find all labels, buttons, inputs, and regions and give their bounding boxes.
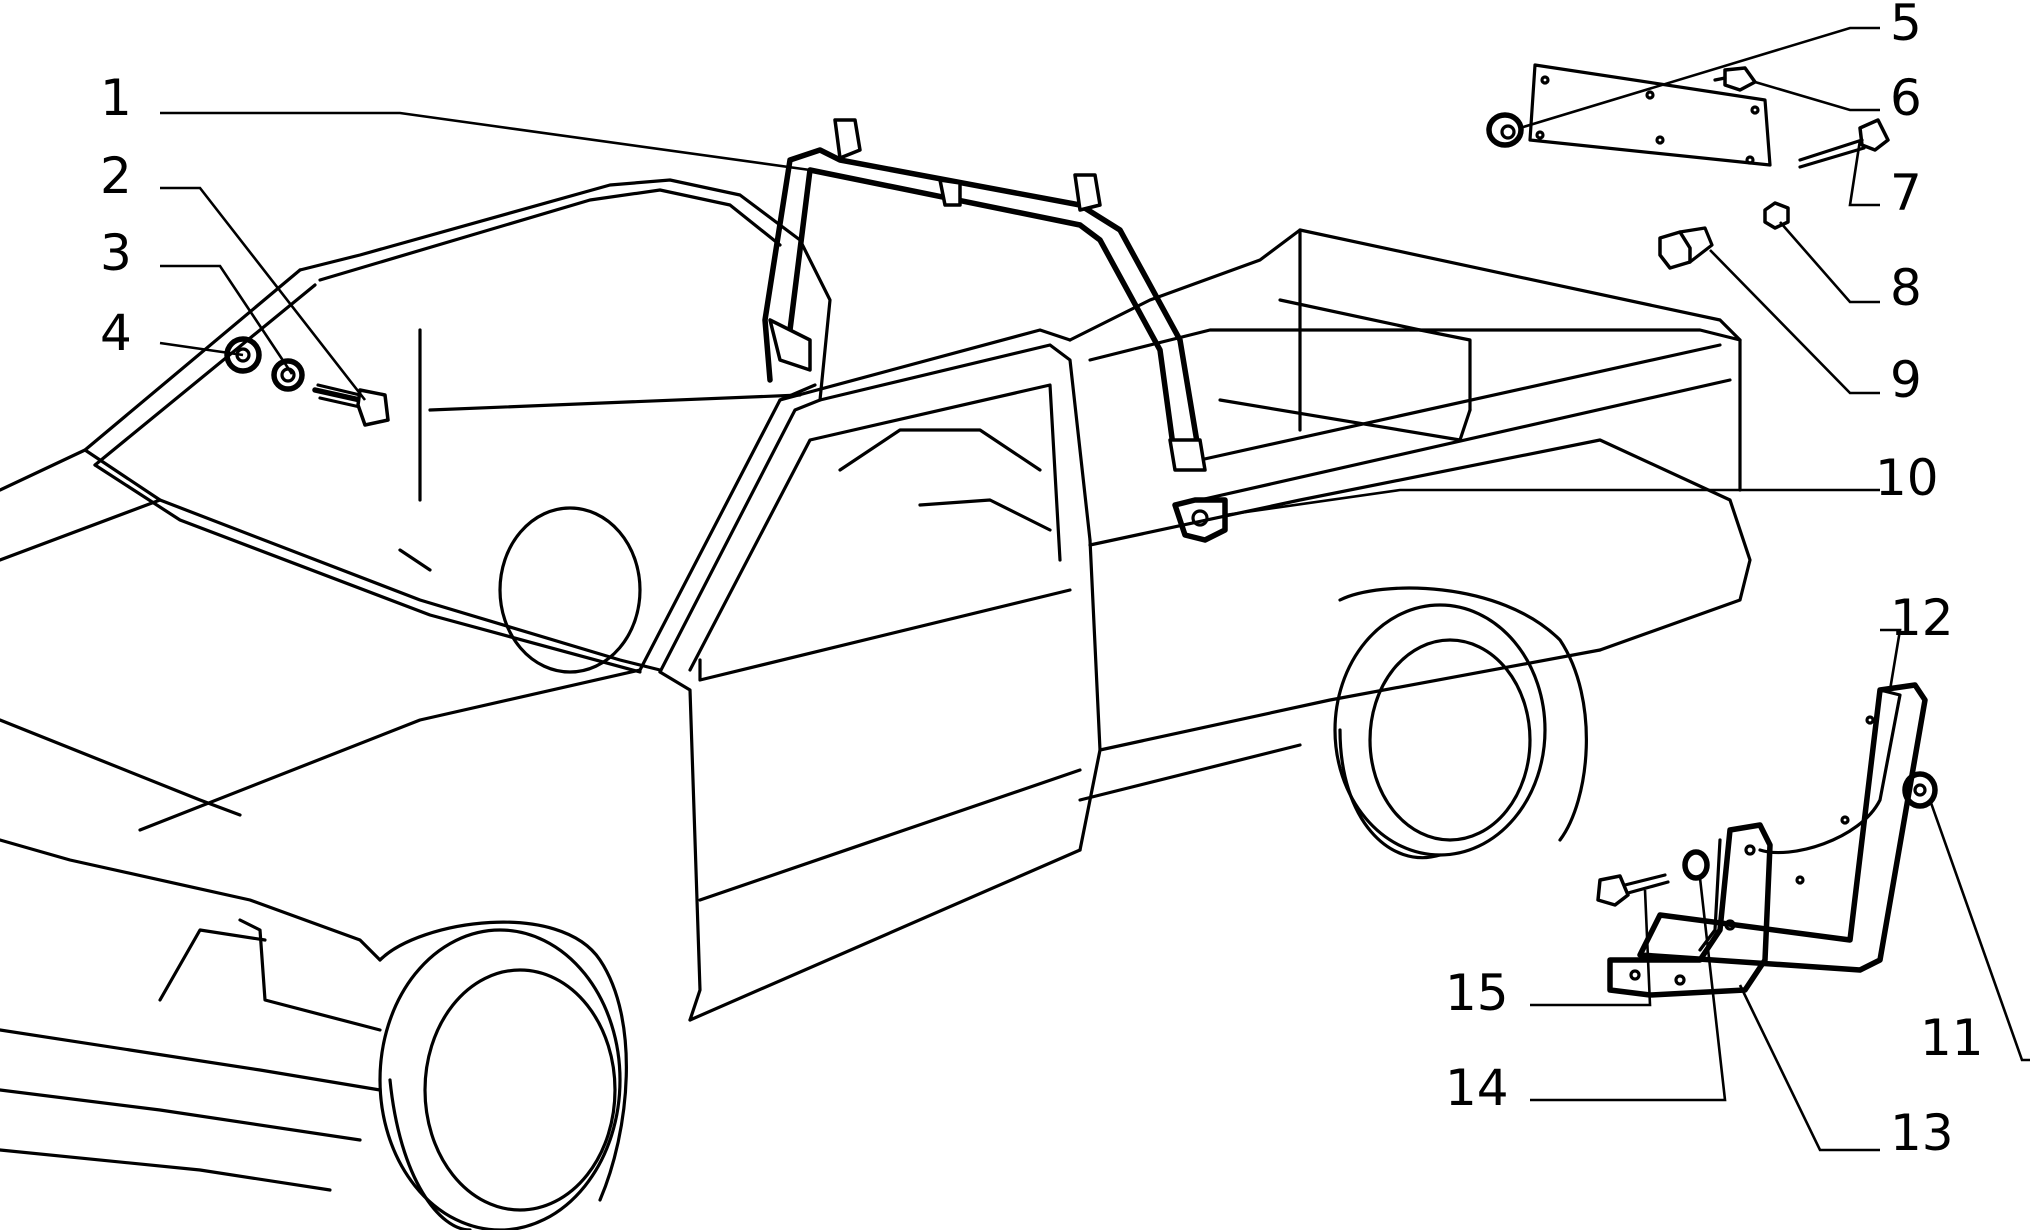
grommet [1486,112,1524,148]
fastener-group-top-right [1486,63,1890,230]
washer-lower [1682,849,1710,881]
bolt-lower [1596,874,1630,907]
callout-13: 13 [1890,1104,1954,1162]
leader-lines [159,26,2030,1152]
rubber-bump-stop [1658,230,1692,270]
callout-12: 12 [1890,589,1954,647]
bracket-hole [1191,509,1209,527]
callout-8: 8 [1890,259,1922,317]
callout-11: 11 [1920,1009,1984,1067]
nut-small [1723,66,1757,92]
nut-flange [1763,201,1790,230]
callout-6: 6 [1890,69,1922,127]
callout-5: 5 [1890,0,1922,52]
callout-9: 9 [1890,351,1922,409]
callout-2: 2 [100,147,132,205]
callout-15: 15 [1445,964,1509,1022]
callout-7: 7 [1890,164,1922,222]
washer-large [224,336,262,374]
fastener-group-left [224,336,390,427]
callout-4: 4 [100,304,132,362]
washer-small [271,358,305,392]
nut-right [1902,771,1938,809]
pickup-truck-drawing [0,178,1752,1230]
callout-14: 14 [1445,1059,1509,1117]
callout-labels: 1 2 3 4 5 6 7 8 9 10 11 12 13 14 15 [100,0,1984,1162]
bolt-head [1858,118,1890,152]
roll-bar [762,118,1207,472]
callout-10: 10 [1875,449,1939,507]
bed-anchor-bracket [1172,497,1228,543]
callout-1: 1 [100,69,132,127]
callout-3: 3 [100,224,132,282]
